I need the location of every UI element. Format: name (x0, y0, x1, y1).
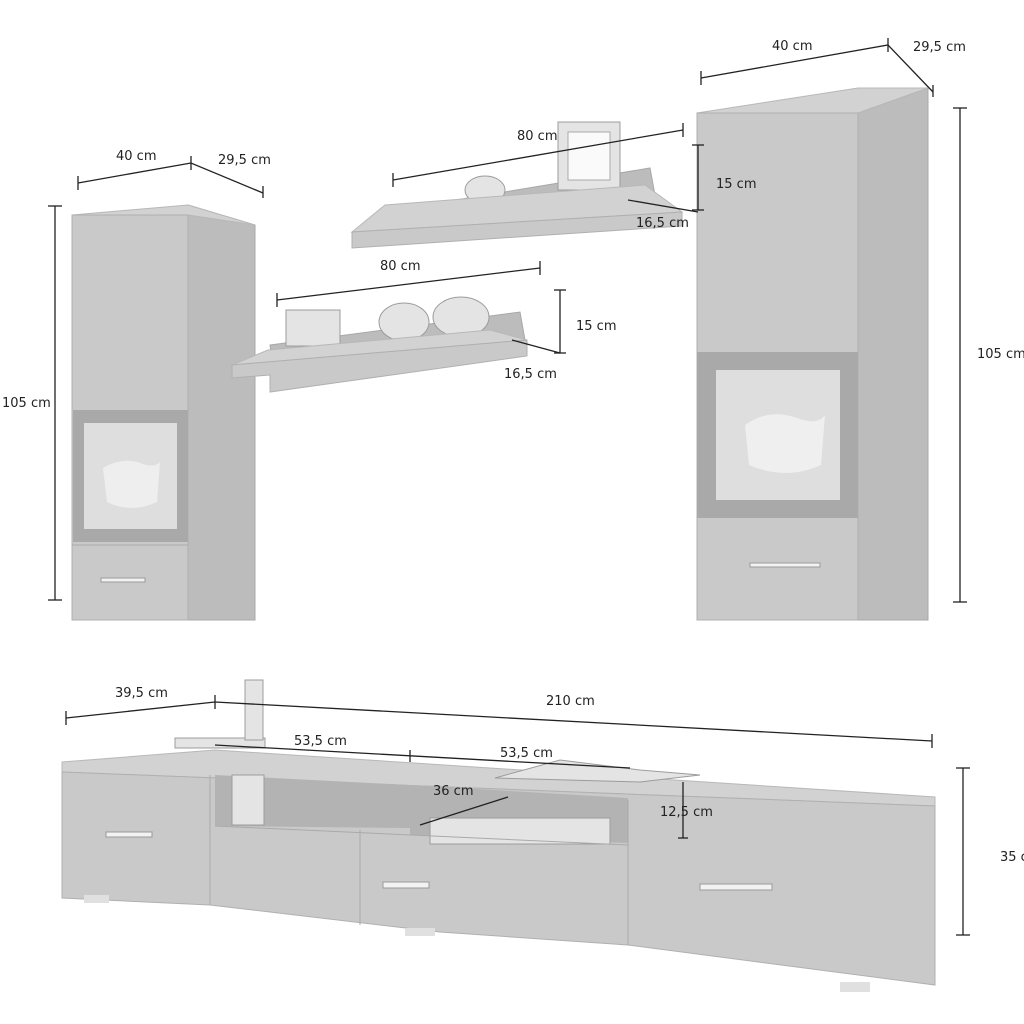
lower-shelf (231, 296, 528, 393)
compartment-depth-label: 36 cm (433, 784, 474, 799)
tv-board-dimensions: 39,5 cm 210 cm 53,5 cm 53,5 cm 36 cm 12,… (65, 686, 1024, 936)
radio (285, 309, 341, 347)
right-cabinet (696, 87, 929, 621)
tv-board-height-label: 35 cm (1000, 850, 1024, 865)
left-cabinet-depth-label: 29,5 cm (218, 153, 271, 168)
upper-shelf-height-label: 15 cm (716, 177, 757, 192)
tv-board-width-label: 210 cm (546, 694, 595, 709)
tv-board-handle (382, 881, 430, 889)
compartment-right-width-label: 53,5 cm (500, 746, 553, 761)
right-cabinet-height-label: 105 cm (977, 347, 1024, 362)
left-cabinet-dimensions: 40 cm 29,5 cm 105 cm (2, 149, 271, 601)
upper-shelf (350, 121, 684, 249)
lower-shelf-height-label: 15 cm (576, 319, 617, 334)
cd-stack (231, 774, 265, 826)
compartment-height-label: 12,5 cm (660, 805, 713, 820)
right-cabinet-handle (749, 562, 821, 568)
right-cabinet-dimensions: 40 cm 29,5 cm 105 cm (700, 38, 1024, 603)
left-cabinet (71, 204, 256, 621)
decorative-bowl (378, 302, 430, 342)
tv-board-handle (105, 831, 153, 838)
cordless-phone (244, 679, 264, 741)
upper-shelf-dimensions: 80 cm 15 cm 16,5 cm (392, 123, 757, 231)
tv-board-depth-label: 39,5 cm (115, 686, 168, 701)
upper-shelf-depth-label: 16,5 cm (636, 216, 689, 231)
upper-shelf-width-label: 80 cm (517, 129, 558, 144)
right-cabinet-depth-label: 29,5 cm (913, 40, 966, 55)
right-cabinet-width-label: 40 cm (772, 39, 813, 54)
tv-board-handle (699, 883, 773, 891)
lower-shelf-dimensions: 80 cm 15 cm 16,5 cm (276, 259, 617, 382)
left-cabinet-handle (100, 577, 146, 583)
left-cabinet-height-label: 105 cm (2, 396, 51, 411)
book-stack (174, 737, 266, 749)
left-cabinet-width-label: 40 cm (116, 149, 157, 164)
compartment-left-width-label: 53,5 cm (294, 734, 347, 749)
tv-board (61, 679, 936, 992)
open-book (494, 759, 701, 783)
lower-shelf-width-label: 80 cm (380, 259, 421, 274)
lower-shelf-depth-label: 16,5 cm (504, 367, 557, 382)
